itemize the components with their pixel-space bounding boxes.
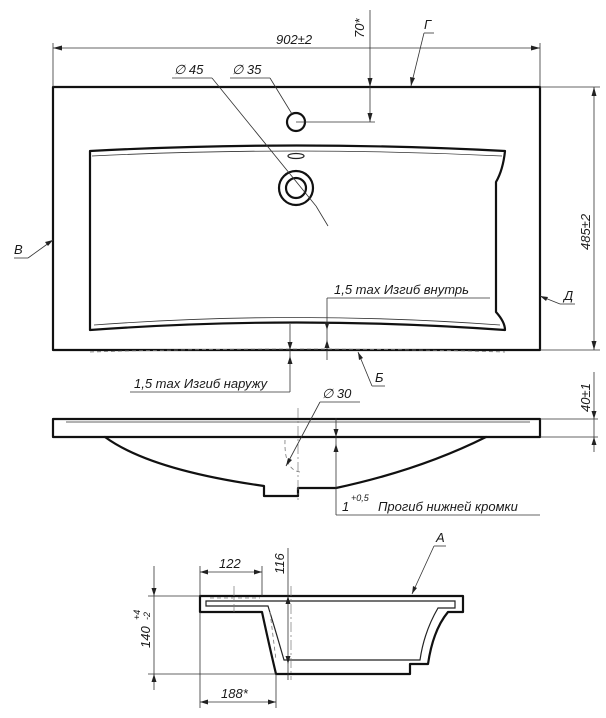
side-height-tol-upper: +4 [132,610,142,620]
sag-tolerance: +0,5 [351,493,370,503]
edge-label-b: Б [357,351,385,387]
bowl-inner-edge-bottom [93,317,501,326]
edge-label-g: Г [410,17,434,87]
side-height-tol-lower: -2 [142,612,152,620]
hole-large-label: ∅ 45 [174,62,204,77]
edge-label-b-text: Б [375,370,384,385]
side-height-dimension: 140 +4 -2 [132,566,276,690]
sag-value: 1 [342,499,349,514]
side-top-value: 122 [219,556,241,571]
side-depth-dimension: 116 [272,548,291,680]
front-bowl-curve [103,435,488,498]
bend-inward-text: 1,5 max Изгиб внутрь [334,282,469,297]
bend-inward-note: 1,5 max Изгиб внутрь [324,282,490,360]
edge-label-v-text: В [14,242,23,257]
side-bottom-value: 188* [221,686,249,701]
side-section [198,586,465,680]
top-view [51,85,542,353]
edge-label-g-text: Г [424,17,432,32]
drain-hole-outer [277,169,315,207]
basin-outline [51,85,542,352]
side-section-inner [205,600,456,661]
bowl-outline [88,144,507,332]
sag-text: Прогиб нижней кромки [378,499,518,514]
bowl-inner-edge [91,150,503,157]
hole-leaders: ∅ 45 ∅ 35 [172,62,329,227]
rear-offset-dimension: 70* [296,10,375,123]
thickness-dimension: 40±1 [540,372,598,452]
edge-label-d-text: Д [562,288,573,303]
thickness-value: 40±1 [578,383,593,412]
edge-label-v: В [14,239,54,259]
depth-dimension: 485±2 [540,86,600,351]
sag-note: 1 +0,5 Прогиб нижней кромки [333,418,540,516]
width-dimension: 902±2 [52,32,541,87]
side-section-outline [198,594,465,676]
depth-value: 485±2 [578,213,593,250]
side-depth-value: 116 [272,553,287,574]
drain-label: ∅ 30 [322,386,352,401]
edge-label-a: А [411,530,446,595]
front-view [51,408,542,500]
bottom-edge-deflection [89,348,506,353]
edge-label-d: Д [539,288,575,305]
hole-small-label: ∅ 35 [232,62,262,77]
side-height-value: 140 [138,626,153,648]
overflow-slot [287,152,305,160]
side-top-dimension: 122 [199,556,263,596]
width-value: 902±2 [276,32,313,47]
side-bottom-dimension: 188* [199,612,277,708]
bend-outward-text: 1,5 max Изгиб наружу [134,376,269,391]
drain-hole-inner [284,176,308,200]
edge-label-a-text: А [435,530,445,545]
rear-offset-value: 70* [352,18,367,38]
bend-outward-note: 1,5 max Изгиб наружу [130,324,293,393]
drain-leader: ∅ 30 [285,386,360,467]
side-hidden-lines [210,597,277,661]
